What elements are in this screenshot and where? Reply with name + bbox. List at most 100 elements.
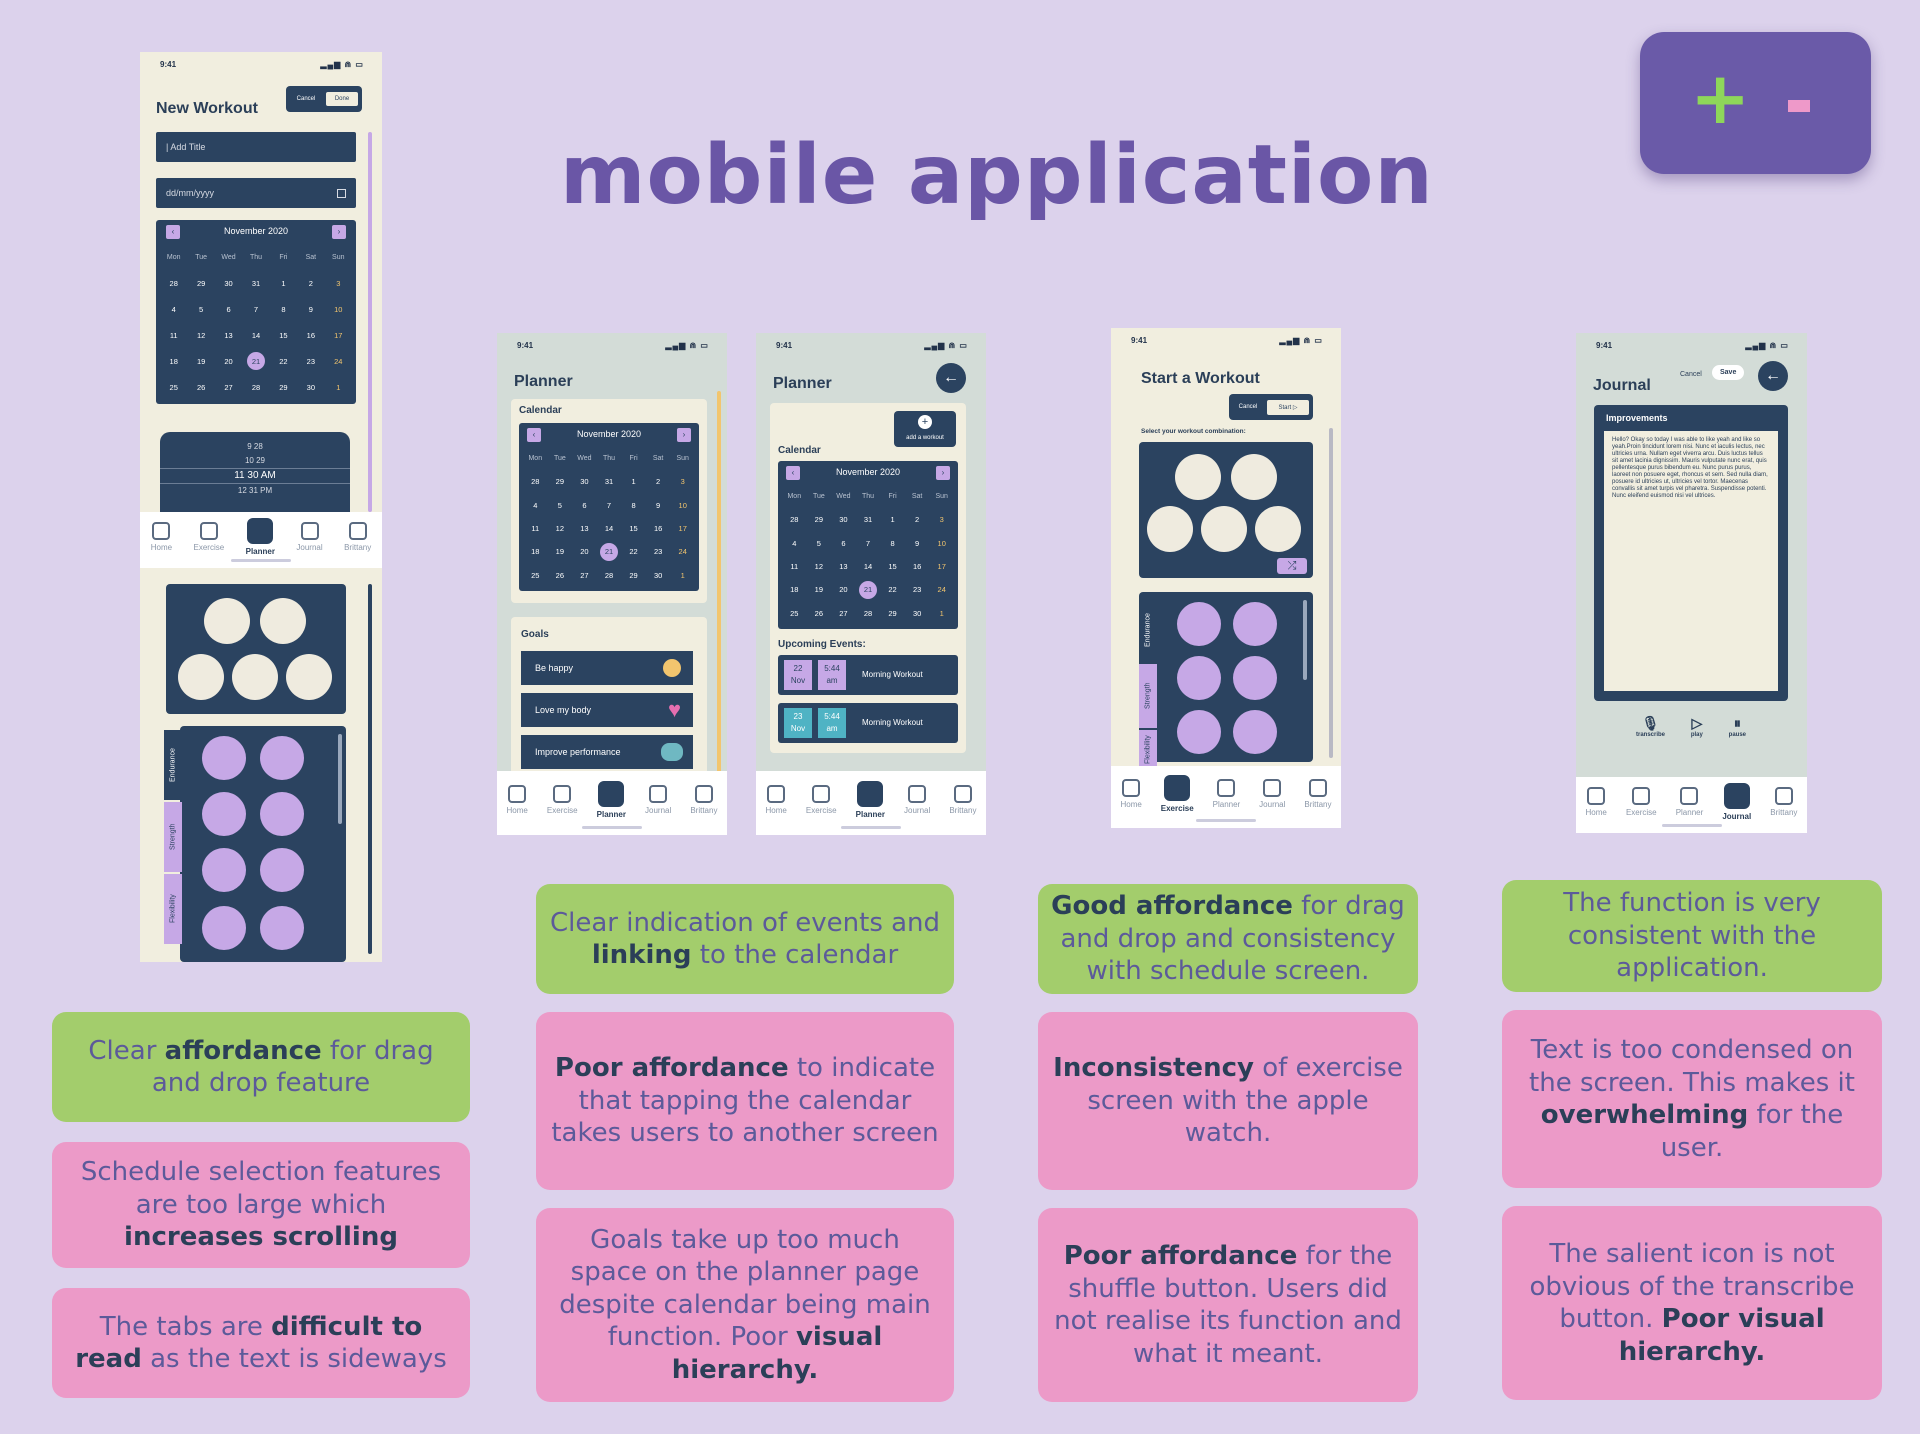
nav-brittany[interactable]: Brittany — [1770, 787, 1797, 817]
done-button[interactable]: Done — [326, 92, 358, 106]
schedule-panel[interactable] — [166, 584, 346, 714]
calendar-day[interactable]: 22 — [629, 547, 638, 557]
nav-brittany[interactable]: Brittany — [1304, 779, 1332, 809]
exercise-item[interactable] — [260, 848, 304, 892]
calendar-day[interactable]: 5 — [816, 538, 821, 548]
start-button[interactable]: Start ▷ — [1267, 399, 1309, 415]
calendar-day[interactable]: 20 — [580, 547, 589, 557]
nav-home[interactable]: Home — [151, 522, 172, 552]
calendar-day[interactable]: 1 — [281, 278, 286, 288]
calendar-day[interactable]: 28 — [531, 477, 540, 487]
calendar-day[interactable]: 18 — [531, 547, 540, 557]
next-month-button[interactable]: › — [332, 225, 346, 239]
date-input[interactable]: dd/mm/yyyy — [156, 178, 356, 208]
calendar-day[interactable]: 16 — [306, 330, 316, 340]
calendar-day[interactable]: 13 — [839, 562, 848, 572]
slot[interactable] — [1175, 454, 1221, 500]
next-month-button[interactable]: › — [936, 466, 950, 480]
calendar-day[interactable]: 31 — [863, 515, 873, 525]
calendar-day[interactable]: 14 — [251, 330, 261, 340]
calendar-day[interactable]: 16 — [653, 524, 663, 534]
calendar-day[interactable]: 1 — [336, 382, 341, 392]
calendar-day[interactable]: 31 — [604, 477, 614, 487]
calendar-day[interactable]: 2 — [308, 278, 313, 288]
calendar-day[interactable]: 29 — [814, 515, 824, 525]
calendar-day[interactable]: 19 — [814, 585, 824, 595]
calendar-day[interactable]: 28 — [169, 278, 178, 288]
calendar-day[interactable]: 7 — [253, 304, 259, 314]
calendar-day[interactable]: 27 — [580, 570, 589, 580]
calendar-day[interactable]: 15 — [279, 330, 288, 340]
calendar-day[interactable]: 29 — [555, 477, 565, 487]
zoom-in-button[interactable]: + — [1690, 56, 1751, 140]
prev-month-button[interactable]: ‹ — [166, 225, 180, 239]
calendar-day[interactable]: 4 — [171, 304, 176, 314]
back-arrow-icon[interactable]: ← — [1758, 361, 1788, 391]
prev-month-button[interactable]: ‹ — [786, 466, 800, 480]
calendar-day[interactable]: 28 — [863, 608, 873, 618]
slot[interactable] — [1201, 506, 1247, 552]
calendar-day[interactable]: 15 — [888, 562, 897, 572]
nav-home[interactable]: Home — [1120, 779, 1142, 809]
calendar-day[interactable]: 10 — [937, 538, 946, 548]
calendar-day[interactable]: 17 — [334, 330, 343, 340]
calendar-day[interactable]: 13 — [580, 524, 589, 534]
goal-item[interactable]: Improve performance — [521, 735, 693, 769]
calendar-day[interactable]: 21 — [858, 580, 877, 599]
schedule-panel[interactable]: ⤮ — [1139, 442, 1313, 578]
scrollbar[interactable] — [717, 391, 721, 811]
cancel-button[interactable]: Cancel — [1238, 404, 1258, 410]
nav-planner[interactable]: Planner — [246, 518, 275, 556]
calendar-day[interactable]: 26 — [555, 570, 565, 580]
calendar-day[interactable]: 29 — [196, 278, 206, 288]
calendar-day[interactable]: 14 — [863, 562, 873, 572]
calendar-day[interactable]: 25 — [169, 382, 178, 392]
exercise-item[interactable] — [1177, 710, 1221, 754]
shuffle-button[interactable]: ⤮ — [1277, 558, 1307, 574]
nav-journal[interactable]: Journal — [296, 522, 323, 552]
calendar-day[interactable]: 4 — [533, 500, 538, 510]
calendar-day[interactable]: 6 — [841, 538, 846, 548]
calendar-day[interactable]: 25 — [790, 608, 799, 618]
exercise-panel[interactable] — [1139, 592, 1313, 762]
slot[interactable] — [260, 598, 306, 644]
exercise-item[interactable] — [1233, 656, 1277, 700]
exercise-item[interactable] — [202, 906, 246, 950]
slot[interactable] — [178, 654, 224, 700]
slot[interactable] — [1147, 506, 1193, 552]
calendar-day[interactable]: 10 — [678, 500, 687, 510]
exercise-item[interactable] — [1233, 710, 1277, 754]
calendar-day[interactable]: 30 — [839, 515, 848, 525]
nav-brittany[interactable]: Brittany — [690, 785, 717, 815]
exercise-item[interactable] — [202, 792, 246, 836]
calendar-day[interactable]: 11 — [169, 330, 178, 340]
play-button[interactable]: ▷play — [1690, 715, 1703, 738]
zoom-out-button[interactable] — [1788, 100, 1810, 112]
calendar-day[interactable]: 3 — [336, 278, 341, 288]
calendar-day[interactable]: 20 — [224, 356, 233, 366]
slot[interactable] — [204, 598, 250, 644]
prev-month-button[interactable]: ‹ — [527, 428, 541, 442]
nav-journal[interactable]: Journal — [904, 785, 930, 815]
tab-flexibility[interactable]: Flexibility — [1139, 730, 1157, 770]
calendar-day[interactable]: 31 — [251, 278, 261, 288]
calendar-day[interactable]: 16 — [912, 562, 922, 572]
calendar-day[interactable]: 2 — [915, 515, 920, 525]
calendar-day[interactable]: 3 — [939, 515, 944, 525]
calendar-day[interactable]: 1 — [939, 608, 944, 618]
scrollbar[interactable] — [338, 734, 342, 824]
calendar-day[interactable]: 12 — [196, 330, 206, 340]
exercise-item[interactable] — [1233, 602, 1277, 646]
scrollbar[interactable] — [368, 584, 372, 954]
nav-journal[interactable]: Journal — [1259, 779, 1285, 809]
calendar-day[interactable]: 30 — [653, 570, 663, 580]
calendar-day[interactable]: 22 — [888, 585, 897, 595]
pause-button[interactable]: ⏸pause — [1728, 715, 1746, 738]
exercise-item[interactable] — [202, 848, 246, 892]
calendar-day[interactable]: 27 — [839, 608, 848, 618]
calendar-day[interactable]: 21 — [599, 542, 618, 561]
